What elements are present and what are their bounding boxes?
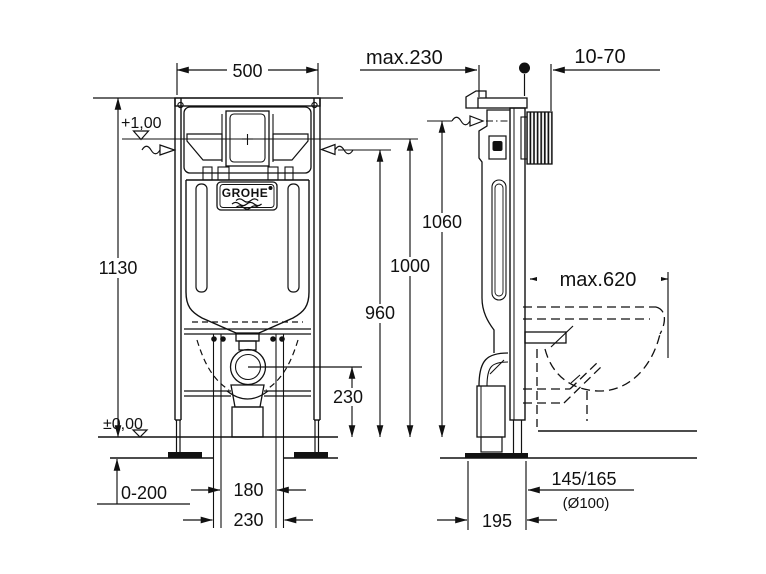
wavy-arrow-side-icon bbox=[427, 115, 509, 127]
outlet-elbow-pipe bbox=[465, 352, 528, 459]
dim-frame-width-label: 500 bbox=[232, 61, 262, 81]
upper-datum-label: +1,00 bbox=[121, 115, 162, 132]
front-view: GROHE bbox=[168, 97, 328, 528]
dim-height-1060: 1060 bbox=[420, 120, 465, 438]
dim-height-1000: 1000 bbox=[388, 138, 433, 438]
wavy-arrow-left-icon bbox=[141, 144, 177, 156]
dim-height-1000-label: 1000 bbox=[390, 256, 430, 276]
dim-frame-height-label: 1130 bbox=[99, 258, 138, 278]
dim-drain-offset-label: 145/165 bbox=[551, 469, 616, 489]
dim-bowl-depth: max.620 bbox=[529, 268, 669, 358]
dim-height-960: 960 bbox=[361, 149, 400, 438]
dim-front-max-depth: max.230 bbox=[360, 47, 480, 97]
dim-foot-adjust: 0-200 bbox=[97, 458, 190, 505]
flush-pipe-outlet bbox=[229, 332, 267, 386]
dim-bracket-range: 10-70 bbox=[550, 46, 660, 111]
cistern-side-profile bbox=[478, 109, 510, 353]
dim-foot-adjust-label: 0-200 bbox=[121, 483, 167, 503]
top-wall-bracket bbox=[465, 90, 528, 109]
side-view bbox=[465, 62, 666, 459]
frame-top-bar bbox=[174, 97, 321, 109]
pan-connector bbox=[230, 384, 265, 438]
upper-datum-triangle-icon bbox=[132, 130, 150, 141]
fixing-rods bbox=[212, 334, 285, 528]
mounting-crossbar bbox=[184, 321, 311, 400]
water-supply-point bbox=[519, 62, 530, 96]
dim-frame-height: 1130 bbox=[93, 97, 343, 438]
cistern-tank: GROHE bbox=[185, 179, 310, 334]
adjustable-wall-bracket-hatched bbox=[520, 111, 553, 165]
dim-rod-spacing-label: 180 bbox=[233, 480, 263, 500]
dim-rod-spacing: 180 bbox=[191, 480, 306, 500]
dim-outlet-height: 230 bbox=[248, 366, 369, 438]
floor-datum-triangle-icon bbox=[131, 429, 149, 438]
dim-bowl-depth-label: max.620 bbox=[560, 269, 637, 291]
drain-stub bbox=[524, 325, 574, 348]
dim-drain-diameter-label: (Ø100) bbox=[563, 495, 610, 512]
dim-height-1060-label: 1060 bbox=[422, 212, 462, 232]
dim-floor-opening-label: 230 bbox=[233, 510, 263, 530]
dim-drain-offset: 145/165 (Ø100) bbox=[527, 469, 634, 512]
dim-outlet-height-label: 230 bbox=[333, 387, 363, 407]
dimensions: 500 max.230 10-70 1130 960 bbox=[93, 46, 669, 531]
floor-lines bbox=[98, 430, 697, 459]
dim-bracket-range-label: 10-70 bbox=[574, 46, 625, 68]
grohe-logo-text: GROHE bbox=[222, 186, 269, 200]
flush-plate-housing bbox=[183, 106, 312, 181]
wc-bowl-dashed-outline bbox=[523, 306, 666, 427]
adjustable-feet bbox=[168, 420, 328, 458]
dim-rear-offset-label: 195 bbox=[482, 511, 512, 531]
frame-rails bbox=[174, 98, 321, 421]
registered-mark-icon bbox=[268, 186, 273, 190]
dim-height-960-label: 960 bbox=[365, 303, 395, 323]
dim-rear-offset: 195 bbox=[437, 461, 557, 531]
side-frame-rail bbox=[509, 107, 526, 453]
dim-frame-width: 500 bbox=[176, 59, 319, 95]
floor-datum-label: ±0,00 bbox=[103, 416, 143, 433]
dim-floor-opening: 230 bbox=[183, 510, 313, 530]
dim-front-max-depth-label: max.230 bbox=[366, 47, 443, 69]
level-marks: +1,00 ±0,00 bbox=[103, 115, 509, 438]
grohe-logo: GROHE bbox=[216, 181, 278, 211]
